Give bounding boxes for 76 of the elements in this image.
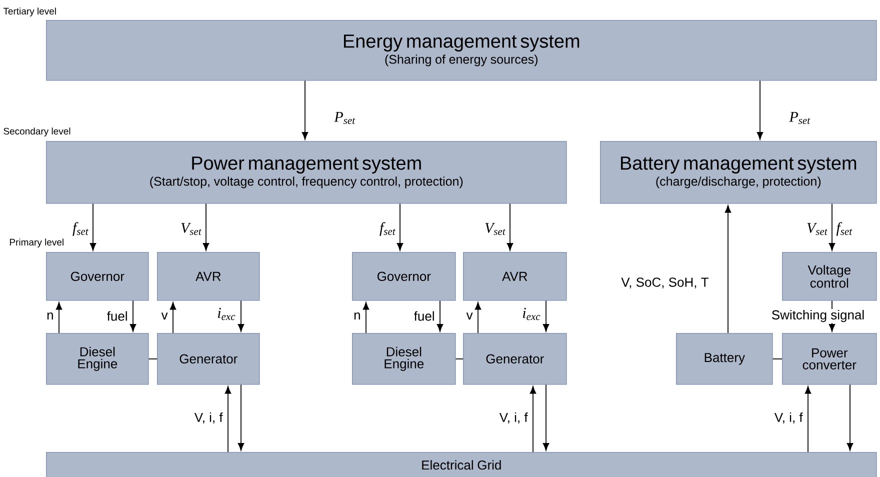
node-text: Generator	[486, 354, 544, 364]
level-label: Primary level	[10, 238, 64, 248]
edge-label: V$_{set}$	[807, 222, 828, 236]
arrow	[756, 80, 764, 140]
system-box	[46, 20, 877, 81]
arrow	[224, 386, 232, 452]
block-box	[782, 333, 877, 385]
node-text: AVR	[502, 272, 528, 281]
block-box	[463, 252, 567, 301]
arrow	[238, 300, 244, 332]
arrow	[130, 300, 136, 332]
block-box	[157, 252, 260, 301]
edge-label: i$_{exc}$	[523, 308, 540, 320]
edge-label: n	[354, 312, 360, 320]
arrow	[724, 205, 732, 334]
block-box	[352, 333, 456, 385]
arrow	[56, 302, 62, 334]
node-text: Generator	[180, 354, 238, 364]
node-text: Voltage control	[808, 265, 851, 288]
node-text: Energy management system (Sharing of energy sources)	[344, 34, 580, 66]
arrow	[542, 300, 550, 332]
node-text: Diesel Engine	[384, 346, 424, 371]
edge-label: V, i, f	[774, 412, 803, 424]
edge-label: P$_{set}$	[334, 112, 356, 124]
node-text: Battery	[704, 353, 745, 365]
edge-label: V, SoC, SoH, T	[621, 278, 708, 288]
arrow	[846, 384, 854, 451]
formula-label: f$_{set}$	[836, 222, 852, 236]
block-box	[157, 333, 260, 385]
arrow	[362, 302, 370, 334]
edge-label: f$_{set}$	[380, 222, 396, 236]
arrow	[530, 386, 536, 452]
edge-label: fuel	[107, 311, 127, 321]
arrow	[828, 203, 836, 251]
edge-label: v	[161, 312, 168, 320]
arrow	[170, 302, 176, 334]
arrow	[396, 203, 404, 251]
system-box	[600, 141, 877, 204]
block-box	[782, 252, 877, 301]
edge-label: V, i, f	[194, 412, 223, 424]
edge-label: V$_{set}$	[485, 222, 506, 236]
node-text: Power management system (Start/stop, voltage control, frequency control, protection)	[150, 156, 463, 188]
block-box	[352, 252, 456, 301]
block-box	[676, 333, 773, 385]
node-text: Diesel Engine	[78, 346, 118, 371]
node-text: AVR	[196, 272, 221, 281]
node-text: Governor	[70, 272, 124, 281]
arrow	[506, 203, 514, 251]
system-box	[46, 141, 567, 204]
edge-label: P$_{set}$	[789, 112, 810, 124]
edge-label: n	[47, 312, 53, 320]
edge-label: v	[466, 312, 473, 320]
grid-bar	[46, 452, 877, 477]
arrow	[238, 384, 244, 451]
node-text: Governor	[377, 272, 431, 281]
level-label: Secondary level	[4, 128, 70, 136]
block-box	[46, 333, 149, 385]
edge-label: V$_{set}$	[181, 222, 202, 236]
arrow	[436, 300, 444, 332]
arrow	[90, 203, 96, 251]
edge-label: V, i, f	[499, 412, 528, 424]
block-box	[463, 333, 567, 385]
edge-label: f$_{set}$	[72, 222, 88, 236]
level-label: Tertiary level	[3, 8, 56, 16]
node-text: Electrical Grid	[422, 460, 501, 470]
arrow	[474, 302, 482, 334]
node-text: Power converter	[802, 348, 856, 370]
arrow	[804, 386, 812, 452]
arrow	[202, 203, 210, 251]
block-box	[46, 252, 149, 301]
node-text: Battery management system (charge/discharge, protection)	[621, 156, 856, 188]
edge-label: fuel	[414, 311, 434, 321]
edge-label: Switching signal	[770, 308, 866, 324]
arrow	[542, 384, 550, 451]
edge-label: i$_{exc}$	[218, 308, 236, 320]
arrow	[302, 80, 308, 140]
